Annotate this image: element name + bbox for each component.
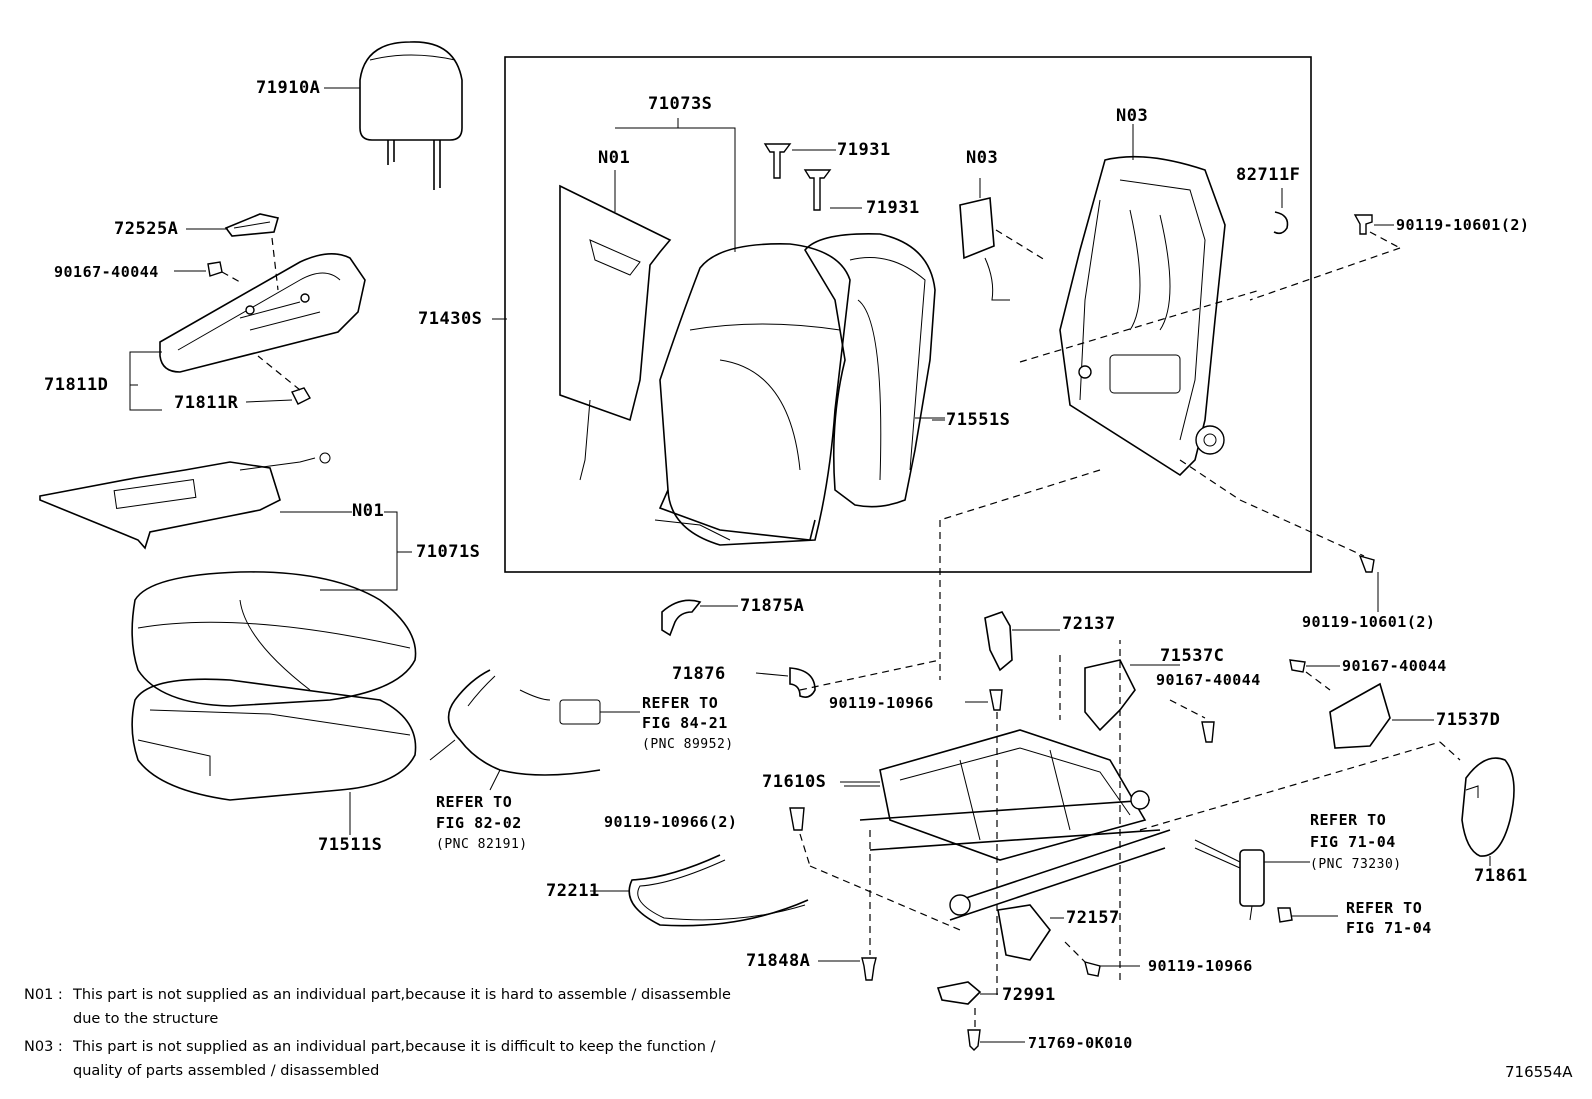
label-support-upper: 71931 (837, 140, 891, 160)
label-bolt-upper-right: 90119-10601(2) (1396, 216, 1530, 234)
knob-71861-part (1461, 757, 1515, 866)
label-cushion-pad: 71511S (318, 835, 383, 855)
adjuster-cover-part (965, 611, 1060, 1000)
ref-71-04a-pnc: (PNC 73230) (1310, 857, 1402, 872)
label-cover-71537d: 71537D (1436, 710, 1501, 730)
label-cover-72157: 72157 (1066, 908, 1120, 928)
label-wire-72211: 72211 (546, 881, 600, 901)
label-back-assy: 71430S (418, 309, 483, 329)
label-back-heater-note: N01 (598, 148, 631, 168)
back-pad-part (804, 233, 945, 508)
label-armrest-cover-r: 71811R (174, 393, 239, 413)
label-bolt-left: 90119-10966(2) (604, 813, 738, 831)
adjuster-bolt-left-part (789, 807, 961, 931)
ref-82-02-line2: FIG 82-02 (436, 814, 522, 832)
label-cover-71537c: 71537C (1160, 646, 1225, 666)
seat-back-group-box (504, 56, 1312, 573)
note-n01-line1: This part is not supplied as an individu… (73, 987, 731, 1003)
back-cover-part (654, 243, 851, 546)
label-armrest-cover: 72525A (114, 219, 179, 239)
back-bolt-parts (939, 214, 1401, 680)
label-support-lower: 71931 (866, 198, 920, 218)
ref-71-04a-line1: REFER TO (1310, 811, 1387, 829)
cushion-cover-part (131, 571, 417, 707)
label-clip-71848a: 71848A (746, 951, 811, 971)
back-heater-part (559, 118, 736, 481)
label-screw-71769: 71769-0K010 (1028, 1034, 1133, 1052)
headrest-support-parts (763, 143, 862, 211)
label-bolt-bottom: 90119-10966 (1148, 957, 1253, 975)
label-cushion-cover: 71071S (416, 542, 481, 562)
clip-71848a-part (818, 830, 877, 981)
label-bracket-72991: 72991 (1002, 985, 1056, 1005)
note-n01-key: N01 : (24, 987, 63, 1003)
cushion-heater-part (39, 452, 412, 591)
armrest-part (129, 213, 366, 411)
figure-id: 716554A (1505, 1063, 1573, 1081)
note-n03-key: N03 : (24, 1039, 63, 1055)
label-screw-c: 90167-40044 (1156, 671, 1261, 689)
back-frame-part (1019, 124, 1261, 501)
label-adjuster-cover: 72137 (1062, 614, 1116, 634)
label-screw-d: 90167-40044 (1342, 657, 1447, 675)
label-knob-71861: 71861 (1474, 866, 1528, 886)
label-screw-armrest: 90167-40044 (54, 263, 159, 281)
note-n03-line2: quality of parts assembled / disassemble… (73, 1063, 380, 1079)
note-n03-line1: This part is not supplied as an individu… (73, 1039, 716, 1055)
label-cushion-heater-note: N01 (352, 501, 385, 521)
ref-82-02-line1: REFER TO (436, 793, 513, 811)
headrest-part (324, 41, 463, 190)
bracket-72991-part (936, 981, 1025, 1051)
ref-82-02-pnc: (PNC 82191) (436, 837, 528, 852)
small-cover-parts (661, 599, 941, 698)
ref-71-04a-line2: FIG 71-04 (1310, 833, 1396, 851)
harness-part (429, 669, 640, 791)
seat-adjuster-part (840, 729, 1461, 921)
ref-84-21-line1: REFER TO (642, 694, 719, 712)
cover-72157-part (997, 640, 1140, 980)
belt-buckle-part (1194, 839, 1338, 923)
label-bolt-lower-right: 90119-10601(2) (1302, 613, 1436, 631)
label-armrest-cover-d: 71811D (44, 375, 109, 395)
clip-82711f-part (1273, 188, 1289, 235)
ref-71-04b-line2: FIG 71-04 (1346, 919, 1432, 937)
note-n01-line2: due to the structure (73, 1011, 219, 1027)
label-cover-71875a: 71875A (740, 596, 805, 616)
ref-84-21-line2: FIG 84-21 (642, 714, 728, 732)
label-side-airbag-note: N03 (966, 148, 999, 168)
ref-84-21-pnc: (PNC 89952) (642, 737, 734, 752)
label-adjuster-assy: 71610S (762, 772, 827, 792)
label-clip: 82711F (1236, 165, 1301, 185)
label-headrest: 71910A (256, 78, 321, 98)
side-airbag-part (959, 178, 1046, 301)
wire-72211-part (590, 854, 809, 927)
label-back-cover: 71073S (648, 94, 713, 114)
ref-71-04b-line1: REFER TO (1346, 899, 1423, 917)
label-frame-note: N03 (1116, 106, 1149, 126)
label-cover-71876: 71876 (672, 664, 726, 684)
label-back-pad: 71551S (946, 410, 1011, 430)
label-bolt-center: 90119-10966 (829, 694, 934, 712)
cushion-pad-part (131, 678, 417, 835)
